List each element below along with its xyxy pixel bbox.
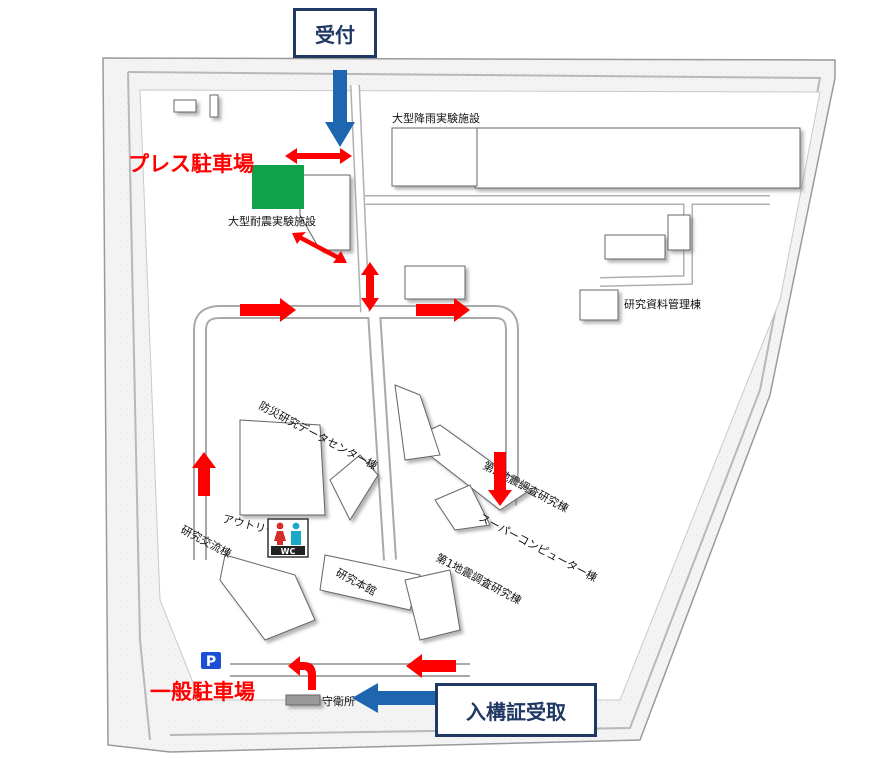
exchange-building	[219, 554, 316, 641]
parking-sign-icon: P	[201, 652, 221, 670]
rain-facility-building	[474, 127, 801, 189]
press-parking-area	[252, 165, 304, 209]
archive-label: 研究資料管理棟	[624, 297, 701, 311]
main-building	[319, 554, 421, 611]
guard-house-label: 守衛所	[322, 694, 355, 708]
route-arrow-press	[285, 148, 352, 164]
route-arrow-up	[192, 452, 216, 496]
route-arrow-right-1	[240, 298, 296, 322]
permit-pickup-label: 入構証受取	[435, 683, 597, 737]
entry-arrow-permit	[352, 683, 440, 713]
supercomputer-building	[434, 484, 491, 531]
quake-lab-1-building	[404, 569, 461, 641]
route-arrow-down	[488, 452, 512, 506]
guard-house-building	[285, 694, 321, 706]
route-arrow-diagonal	[292, 232, 347, 263]
wc-sign-text: WC	[281, 547, 296, 556]
press-parking-label: プレス駐車場	[128, 152, 254, 176]
reception-label: 受付	[293, 8, 377, 58]
general-parking-label: 一般駐車場	[150, 680, 255, 704]
rain-facility-label: 大型降雨実験施設	[392, 111, 480, 125]
route-arrow-left	[406, 654, 456, 678]
restroom-wc-icon: WC	[267, 518, 309, 558]
route-arrow-vertical	[361, 262, 379, 311]
route-arrow-uturn	[288, 656, 316, 690]
route-arrow-right-2	[416, 298, 470, 322]
entry-arrow-reception	[325, 70, 355, 147]
entry-arrows	[325, 70, 440, 713]
data-center-building	[329, 454, 379, 522]
route-arrows	[192, 148, 512, 690]
parking-sign-letter: P	[206, 654, 216, 670]
archive-building	[579, 289, 619, 321]
shake-facility-label: 大型耐震実験施設	[228, 214, 316, 228]
